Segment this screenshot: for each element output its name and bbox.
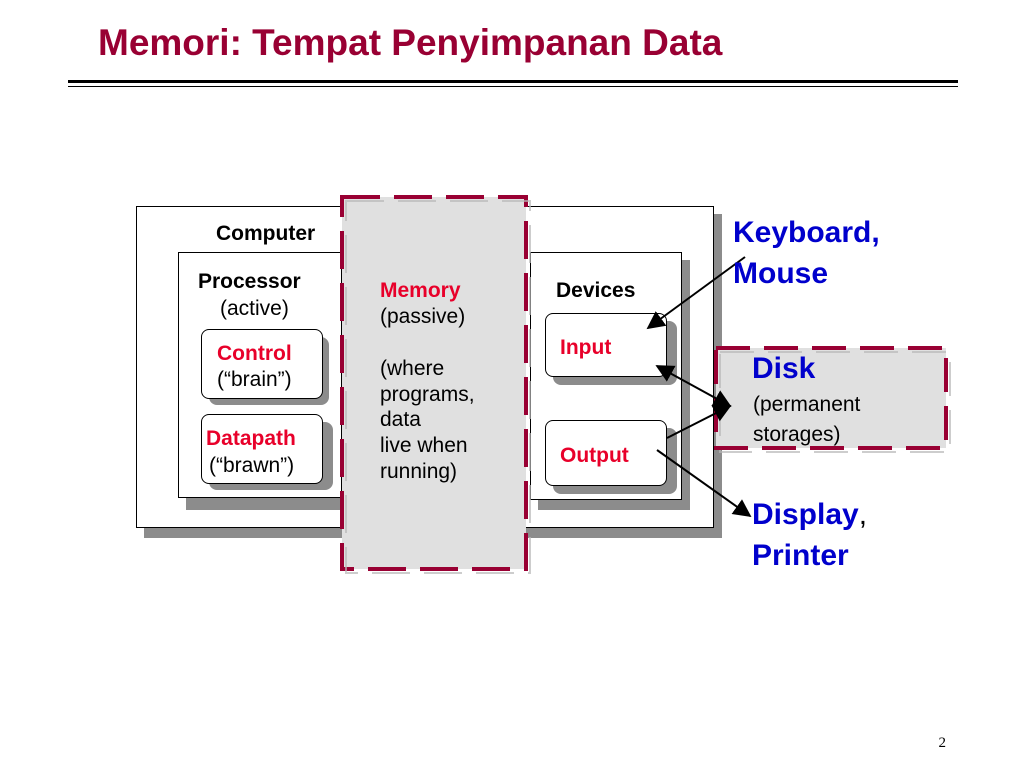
memory-line-5: data [380,408,421,431]
memory-dashed-border [340,195,528,571]
devices-label: Devices [556,279,636,302]
keyboard-to-input-arrow [646,256,746,330]
disk-line-2: storages) [753,423,841,446]
processor-label: Processor [198,270,301,293]
memory-line-3: (where [380,357,445,380]
output-label: Output [560,444,629,467]
computer-label: Computer [216,222,316,245]
output-box [545,420,667,486]
memory-line-7: running) [380,460,458,483]
mouse-label: Mouse [733,257,829,290]
slide-title: Memori: Tempat Penyimpanan Data [98,22,723,63]
display-label: Display [752,498,859,531]
output-to-display-arrow [656,449,752,518]
control-box [201,329,323,399]
control-sublabel: (“brain”) [217,368,292,391]
output-to-disk-arrow [666,405,732,439]
printer-label: Printer [752,539,849,572]
disk-line-1: (permanent [753,393,861,416]
datapath-label: Datapath [206,427,296,450]
memory-line-4: programs, [380,383,475,406]
page-number: 2 [938,735,947,751]
memory-label: Memory [380,279,461,302]
input-label: Input [560,336,612,359]
memory-box-fill [342,197,526,569]
display-label-line: Display, [752,498,867,532]
memory-dashed-border-shadow [345,200,531,574]
title-rule-thin [68,86,958,87]
datapath-box [201,414,323,484]
disk-label: Disk [752,352,816,385]
memory-line-1: (passive) [380,305,466,328]
display-comma: , [858,498,868,531]
title-rule-thick [68,80,958,83]
control-label: Control [217,342,292,365]
disk-box-fill [716,348,946,448]
processor-sublabel: (active) [220,297,289,320]
memory-line-6: live when [380,434,468,457]
input-disk-arrow [655,365,732,407]
keyboard-label: Keyboard, [733,216,880,249]
datapath-sublabel: (“brawn”) [209,454,295,477]
